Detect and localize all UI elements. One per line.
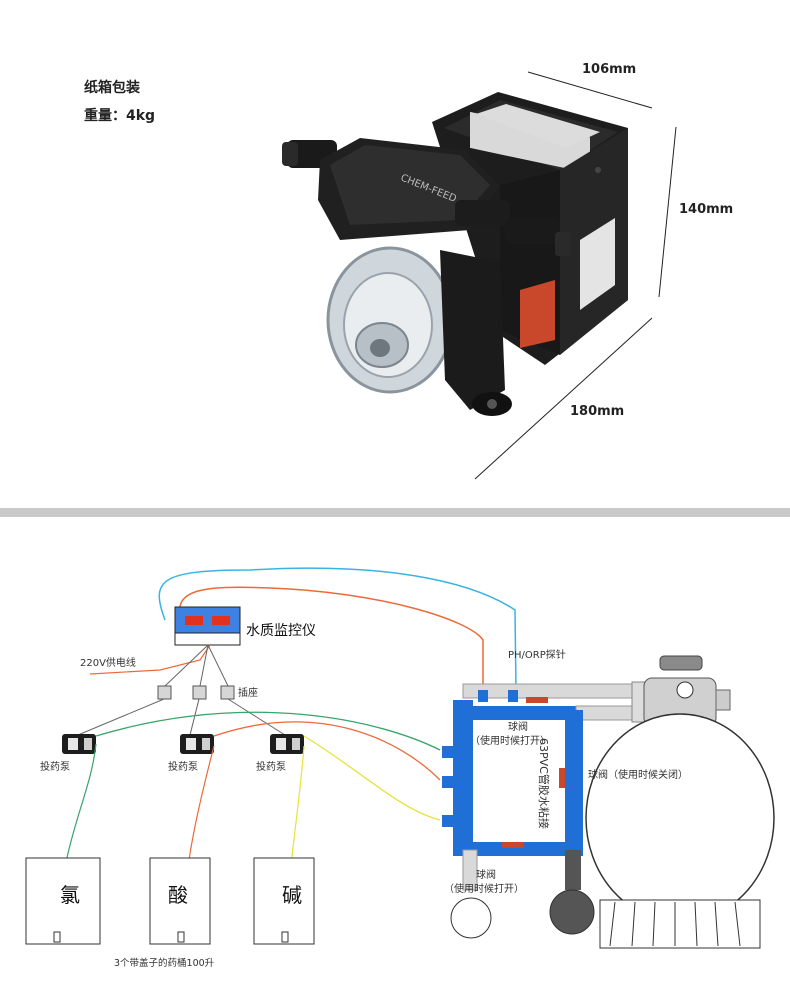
tanks-caption: 3个带盖子的药桶100升 <box>114 957 215 969</box>
dosing-pump-1 <box>62 734 96 754</box>
valve-top-label: 球阀 <box>508 720 528 733</box>
chlorine-feed-wire <box>95 711 441 751</box>
water-quality-monitor <box>174 606 241 646</box>
acid-feed-wire <box>213 721 441 781</box>
probe-wire-blue <box>158 567 517 691</box>
tank-acid <box>149 857 211 945</box>
pump-roller-housing <box>326 246 512 416</box>
height-dimension-line <box>658 126 677 298</box>
section-divider <box>0 508 790 517</box>
tank-label-chlorine: 氯 <box>60 883 80 907</box>
pvc-pipe-loop <box>442 683 649 891</box>
socket-2 <box>192 685 207 700</box>
product-info: 纸箱包装 重量：4kg <box>84 74 155 130</box>
pump-head: CHEM-FEED <box>282 138 571 256</box>
length-dimension: 180mm <box>570 404 625 419</box>
packaging-label: 纸箱包装 <box>84 80 140 96</box>
socket-3 <box>220 685 235 700</box>
width-dimension: 106mm <box>582 62 637 77</box>
power-wire <box>89 644 211 675</box>
socket-1 <box>157 685 172 700</box>
socket-label: 插座 <box>238 686 258 699</box>
valve-bottom-label: 球阀 <box>476 868 496 881</box>
pump-photo: CHEM-FEED <box>282 71 677 480</box>
sand-filter-tank <box>585 655 775 949</box>
pump-label-1: 投药泵 <box>40 760 70 773</box>
valve-right-label: 球阀（使用时候关闭） <box>588 768 688 781</box>
width-dimension-line <box>527 71 653 109</box>
length-dimension-line <box>474 317 653 480</box>
installation-diagram: 水质监控仪 220V供电线 插座 投药泵 投药泵 投药泵 氯 酸 碱 <box>25 567 775 969</box>
probe-label: PH/ORP探针 <box>508 648 566 661</box>
alkali-feed-wire <box>303 735 441 821</box>
tank-alkali <box>253 857 315 945</box>
weight-label: 重量：4kg <box>84 108 156 124</box>
pipe-label: 63PVC管胶水粘接 <box>537 738 551 829</box>
monitor-label: 水质监控仪 <box>246 623 316 639</box>
tank-label-acid: 酸 <box>168 883 188 907</box>
probe-wire-orange <box>178 586 484 690</box>
dosing-pump-2 <box>180 734 214 754</box>
tank-label-alkali: 碱 <box>282 883 302 907</box>
dosing-pump-3 <box>270 734 304 754</box>
power-label: 220V供电线 <box>80 656 136 669</box>
height-dimension: 140mm <box>679 202 734 217</box>
tank-chlorine <box>25 857 101 945</box>
pump-label-2: 投药泵 <box>168 760 198 773</box>
pump-label-3: 投药泵 <box>256 760 286 773</box>
valve-bottom-note: （使用时候打开） <box>444 882 524 895</box>
valve-top-note: （使用时候打开） <box>470 734 550 747</box>
